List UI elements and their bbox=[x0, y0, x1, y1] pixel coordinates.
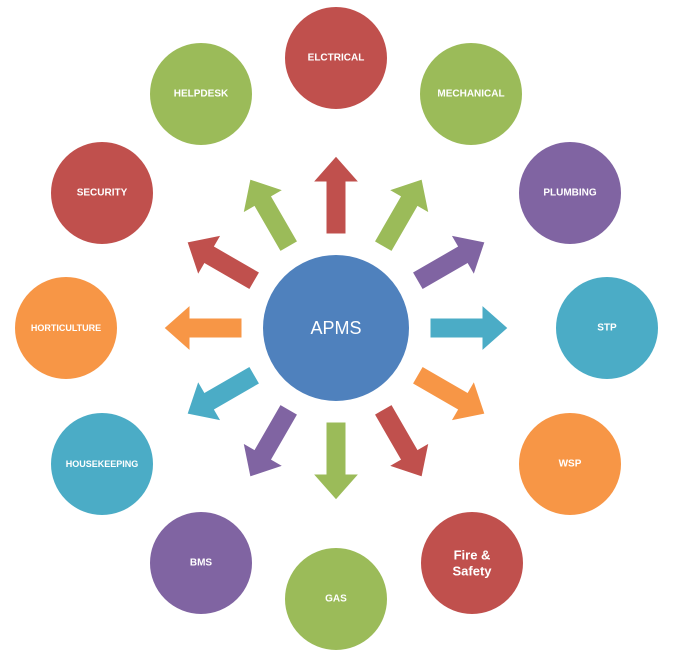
arrow-to-mechanical bbox=[373, 178, 430, 253]
node-wsp-label: WSP bbox=[559, 459, 582, 470]
node-horticulture-circle bbox=[13, 275, 119, 381]
arrow-to-bms bbox=[242, 403, 299, 478]
node-fire-safety-label: Safety bbox=[452, 564, 492, 579]
node-gas-label: GAS bbox=[325, 594, 347, 605]
node-stp: STP bbox=[554, 275, 660, 381]
node-security: SECURITY bbox=[49, 140, 155, 246]
node-mechanical-label: MECHANICAL bbox=[437, 89, 504, 100]
node-helpdesk-label: HELPDESK bbox=[174, 89, 229, 100]
node-plumbing-label: PLUMBING bbox=[543, 188, 597, 199]
node-gas: GAS bbox=[283, 546, 389, 652]
node-housekeeping-circle bbox=[49, 411, 155, 517]
arrow-to-housekeeping bbox=[186, 365, 261, 422]
node-stp-circle bbox=[554, 275, 660, 381]
node-fire-safety-circle bbox=[419, 510, 525, 616]
hub-node: APMS bbox=[261, 253, 411, 403]
node-security-label: SECURITY bbox=[77, 188, 128, 199]
hub-circle bbox=[261, 253, 411, 403]
node-bms: BMS bbox=[148, 510, 254, 616]
node-plumbing-circle bbox=[517, 140, 623, 246]
arrow-to-security bbox=[186, 234, 261, 291]
arrow-to-fire-safety bbox=[373, 403, 430, 478]
arrow-to-horticulture bbox=[163, 303, 243, 353]
arrow-to-stp bbox=[429, 303, 509, 353]
node-housekeeping: HOUSEKEEPING bbox=[49, 411, 155, 517]
arrow-to-plumbing bbox=[411, 234, 486, 291]
node-security-circle bbox=[49, 140, 155, 246]
node-wsp: WSP bbox=[517, 411, 623, 517]
node-elctrical: ELCTRICAL bbox=[283, 5, 389, 111]
node-elctrical-circle bbox=[283, 5, 389, 111]
arrow-to-wsp bbox=[411, 365, 486, 422]
node-gas-circle bbox=[283, 546, 389, 652]
hub-label: APMS bbox=[310, 318, 361, 338]
node-fire-safety: Fire & Safety bbox=[419, 510, 525, 616]
node-housekeeping-label: HOUSEKEEPING bbox=[66, 459, 139, 469]
node-helpdesk: HELPDESK bbox=[148, 41, 254, 147]
node-mechanical-circle bbox=[418, 41, 524, 147]
arrow-to-gas bbox=[311, 421, 361, 501]
node-plumbing: PLUMBING bbox=[517, 140, 623, 246]
node-helpdesk-circle bbox=[148, 41, 254, 147]
node-elctrical-label: ELCTRICAL bbox=[308, 53, 365, 64]
node-fire-safety-label: Fire & bbox=[454, 547, 491, 562]
node-stp-label: STP bbox=[597, 323, 617, 334]
arrow-to-helpdesk bbox=[242, 178, 299, 253]
node-mechanical: MECHANICAL bbox=[418, 41, 524, 147]
node-bms-label: BMS bbox=[190, 558, 213, 569]
node-wsp-circle bbox=[517, 411, 623, 517]
arrow-to-elctrical bbox=[311, 155, 361, 235]
node-horticulture: HORTICULTURE bbox=[13, 275, 119, 381]
node-bms-circle bbox=[148, 510, 254, 616]
node-horticulture-label: HORTICULTURE bbox=[31, 323, 101, 333]
